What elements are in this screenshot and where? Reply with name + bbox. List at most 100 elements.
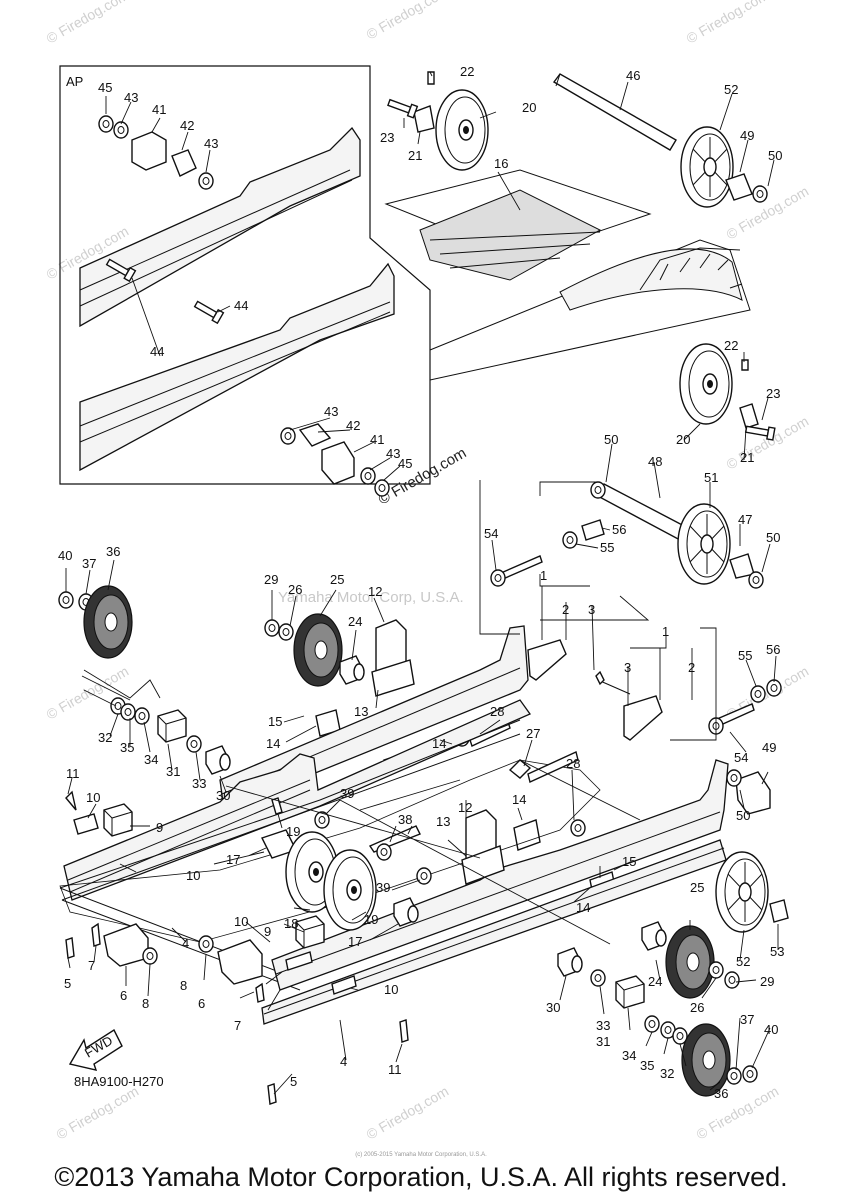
callout-label: 41 bbox=[152, 102, 166, 117]
callout-label: 24 bbox=[648, 974, 662, 989]
callout-label: 48 bbox=[648, 454, 662, 469]
callout-label: 39 bbox=[376, 880, 390, 895]
callout-label: 30 bbox=[546, 1000, 560, 1015]
callout-label: 21 bbox=[740, 450, 754, 465]
callout-label: 12 bbox=[368, 584, 382, 599]
callout-label: 2 bbox=[562, 602, 569, 617]
part-code: 8HA9100-H270 bbox=[74, 1074, 164, 1089]
callout-label: 41 bbox=[370, 432, 384, 447]
callout-label: 8 bbox=[142, 996, 149, 1011]
inset-ap-box: AP bbox=[59, 65, 431, 497]
callout-label: 7 bbox=[88, 958, 95, 973]
callout-label: 3 bbox=[588, 602, 595, 617]
callout-label: 3 bbox=[624, 660, 631, 675]
callout-label: 45 bbox=[398, 456, 412, 471]
callout-label: 19 bbox=[286, 824, 300, 839]
callout-label: 52 bbox=[736, 954, 750, 969]
callout-label: 40 bbox=[764, 1022, 778, 1037]
callout-label: 39 bbox=[340, 786, 354, 801]
callout-label: 25 bbox=[330, 572, 344, 587]
callout-label: 37 bbox=[740, 1012, 754, 1027]
callout-label: 32 bbox=[660, 1066, 674, 1081]
callout-label: 26 bbox=[288, 582, 302, 597]
callout-label: 52 bbox=[724, 82, 738, 97]
site-watermark: © Firedog.com bbox=[684, 0, 772, 47]
callout-label: 23 bbox=[766, 386, 780, 401]
callout-label: 9 bbox=[264, 924, 271, 939]
site-watermark: © Firedog.com bbox=[364, 0, 452, 43]
callout-label: 43 bbox=[204, 136, 218, 151]
callout-label: 13 bbox=[436, 814, 450, 829]
callout-label: 21 bbox=[408, 148, 422, 163]
callout-label: 44 bbox=[150, 344, 164, 359]
callout-label: 29 bbox=[760, 974, 774, 989]
callout-label: 42 bbox=[346, 418, 360, 433]
callout-label: 43 bbox=[124, 90, 138, 105]
callout-label: 14 bbox=[432, 736, 446, 751]
callout-label: 50 bbox=[768, 148, 782, 163]
callout-label: 19 bbox=[364, 912, 378, 927]
callout-label: 56 bbox=[766, 642, 780, 657]
callout-label: 34 bbox=[622, 1048, 636, 1063]
callout-label: 20 bbox=[676, 432, 690, 447]
micro-copyright: (c) 2005-2015 Yamaha Motor Corporation, … bbox=[355, 1152, 487, 1158]
inset-label: AP bbox=[66, 74, 83, 89]
callout-label: 24 bbox=[348, 614, 362, 629]
callout-label: 15 bbox=[268, 714, 282, 729]
callout-label: 14 bbox=[576, 900, 590, 915]
callout-label: 10 bbox=[384, 982, 398, 997]
callout-label: 45 bbox=[98, 80, 112, 95]
callout-label: 17 bbox=[226, 852, 240, 867]
callout-label: 4 bbox=[340, 1054, 347, 1069]
callout-label: 5 bbox=[64, 976, 71, 991]
callout-label: 11 bbox=[388, 1062, 402, 1077]
callout-label: 34 bbox=[144, 752, 158, 767]
callout-label: 47 bbox=[738, 512, 752, 527]
callout-label: 53 bbox=[770, 944, 784, 959]
callout-label: 55 bbox=[600, 540, 614, 555]
callout-label: 29 bbox=[264, 572, 278, 587]
site-watermark: © Firedog.com bbox=[44, 0, 132, 47]
callout-label: 28 bbox=[566, 756, 580, 771]
callout-label: 10 bbox=[186, 868, 200, 883]
callout-label: 2 bbox=[688, 660, 695, 675]
site-watermark: © Firedog.com bbox=[54, 1083, 142, 1143]
callout-label: 40 bbox=[58, 548, 72, 563]
callout-label: 10 bbox=[86, 790, 100, 805]
callout-label: 14 bbox=[266, 736, 280, 751]
callout-label: 11 bbox=[66, 766, 80, 781]
callout-label: 20 bbox=[522, 100, 536, 115]
callout-label: 14 bbox=[512, 792, 526, 807]
yamaha-watermark: Yamaha Motor Corp, U.S.A. bbox=[278, 589, 464, 606]
callout-label: 28 bbox=[490, 704, 504, 719]
callout-label: 50 bbox=[736, 808, 750, 823]
callout-label: 8 bbox=[180, 978, 187, 993]
callout-label: 6 bbox=[198, 996, 205, 1011]
callout-label: 25 bbox=[690, 880, 704, 895]
callout-label: 1 bbox=[540, 568, 547, 583]
callout-label: 36 bbox=[106, 544, 120, 559]
callout-label: 31 bbox=[166, 764, 180, 779]
callout-label: 6 bbox=[120, 988, 127, 1003]
callout-label: 54 bbox=[734, 750, 748, 765]
callout-label: 33 bbox=[192, 776, 206, 791]
callout-label: 38 bbox=[398, 812, 412, 827]
callout-label: 23 bbox=[380, 130, 394, 145]
callout-label: 26 bbox=[690, 1000, 704, 1015]
callout-label: 5 bbox=[290, 1074, 297, 1089]
callout-label: 17 bbox=[348, 934, 362, 949]
site-watermark: © Firedog.com bbox=[364, 1083, 452, 1143]
frame-16 bbox=[384, 169, 751, 381]
callout-label: 36 bbox=[714, 1086, 728, 1101]
callout-label: 13 bbox=[354, 704, 368, 719]
callout-label: 54 bbox=[484, 526, 498, 541]
fwd-arrow-icon: FWD bbox=[68, 1028, 123, 1071]
callout-label: 43 bbox=[324, 404, 338, 419]
callout-label: 4 bbox=[182, 936, 189, 951]
callout-label: 16 bbox=[494, 156, 508, 171]
site-watermark: © Firedog.com bbox=[724, 413, 812, 473]
callout-label: 50 bbox=[766, 530, 780, 545]
callout-label: 49 bbox=[762, 740, 776, 755]
callout-label: 22 bbox=[724, 338, 738, 353]
